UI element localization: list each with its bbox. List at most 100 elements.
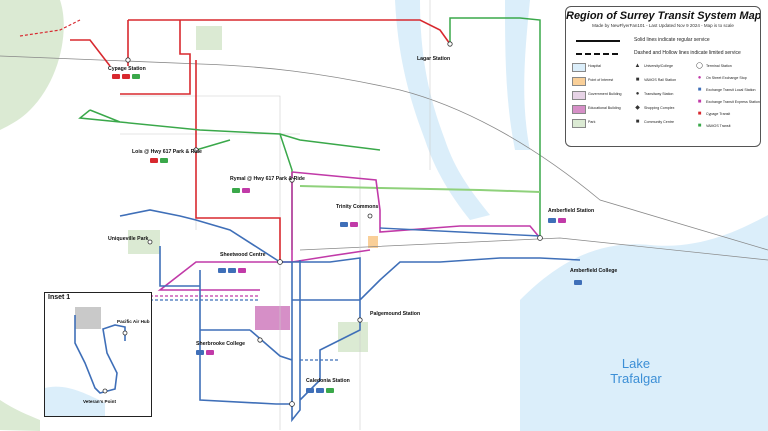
station-markers <box>125 41 543 407</box>
lightgreen-route <box>299 185 541 193</box>
inset-panel: Inset 1 Pacific Air Hub Veteran's Point <box>44 292 152 417</box>
rail-line <box>0 55 768 251</box>
local-station-icon: ■ <box>697 87 702 93</box>
route-badge[interactable] <box>232 188 240 193</box>
station-marker-cypage[interactable] <box>125 57 131 63</box>
label-amberfield: Amberfield Station <box>548 208 594 214</box>
label-trinity: Trinity Commons <box>336 204 378 210</box>
hospital-swatch <box>572 63 586 72</box>
label-sherbrooke: Sherbrooke College <box>196 341 245 347</box>
legend-item: Shopping Complex <box>644 106 675 110</box>
station-marker-caledonia[interactable] <box>289 401 295 407</box>
lake-label-line1: Lake <box>621 356 651 371</box>
solid-line-swatch <box>576 40 620 42</box>
legend-dashed-text: Dashed and Hollow lines indicate limited… <box>634 50 741 56</box>
route-badge[interactable] <box>122 74 130 79</box>
route-badges <box>112 74 582 393</box>
route-badge[interactable] <box>574 280 582 285</box>
river-water-2 <box>505 0 530 150</box>
inset-title: Inset 1 <box>48 294 71 301</box>
inset-station-marker-pacific[interactable] <box>122 330 128 336</box>
route-badge[interactable] <box>132 74 140 79</box>
label-uniqueville: Uniqueville Park <box>108 236 148 242</box>
route-badge[interactable] <box>350 222 358 227</box>
red-route <box>70 19 451 262</box>
cypage-transit-icon: ■ <box>697 111 702 117</box>
route-badge[interactable] <box>228 268 236 273</box>
rail-line-2 <box>299 237 768 261</box>
station-marker-sherbrooke[interactable] <box>257 337 263 343</box>
route-badge[interactable] <box>196 350 204 355</box>
park-sw <box>0 400 40 431</box>
legend-item: Government Building <box>588 92 622 96</box>
green-route <box>78 17 541 250</box>
road-lines <box>120 0 431 430</box>
park-north <box>196 26 222 50</box>
park-west <box>0 0 64 130</box>
legend-item: Point of Interest <box>588 78 614 82</box>
label-palgemound: Palgemound Station <box>370 311 420 317</box>
route-badge[interactable] <box>326 388 334 393</box>
inset-station-marker-veterans[interactable] <box>102 388 108 394</box>
route-badge[interactable] <box>242 188 250 193</box>
route-badge[interactable] <box>206 350 214 355</box>
blue-dashed <box>150 299 340 361</box>
map-title: Region of Surrey Transit System Map <box>566 10 761 22</box>
route-badge[interactable] <box>160 158 168 163</box>
dashed-line-swatch <box>576 53 620 55</box>
express-station-icon: ■ <box>697 99 702 105</box>
route-badge[interactable] <box>548 218 556 223</box>
legend-item: University/College <box>644 64 673 68</box>
blue-route <box>119 209 581 423</box>
park-swatch <box>572 119 586 128</box>
poi-swatch <box>572 77 586 86</box>
lake-trafalgar-water <box>520 215 768 431</box>
station-marker-palgemound[interactable] <box>357 317 363 323</box>
legend-dashed-row: Dashed and Hollow lines indicate limited… <box>576 50 752 58</box>
route-badge[interactable] <box>306 388 314 393</box>
route-badge[interactable] <box>316 388 324 393</box>
route-badge[interactable] <box>150 158 158 163</box>
route-badge[interactable] <box>558 218 566 223</box>
label-lagar: Lagar Station <box>417 56 450 62</box>
label-amberfield-college: Amberfield College <box>570 268 617 274</box>
station-marker-lois[interactable] <box>193 147 199 153</box>
river-water <box>395 0 490 220</box>
legend-item: Exchange Transit Express Station <box>706 100 760 104</box>
magenta-route <box>157 171 541 291</box>
legend-item: Exchange Transit Local Station <box>706 88 756 92</box>
route-badge[interactable] <box>218 268 226 273</box>
legend-panel: Region of Surrey Transit System Map Made… <box>565 6 761 147</box>
station-marker-trinity[interactable] <box>367 213 373 219</box>
legend-solid-row: Solid lines indicate regular service <box>576 37 752 45</box>
park-uniqueville <box>128 230 160 254</box>
route-badge[interactable] <box>238 268 246 273</box>
label-lois: Lois @ Hwy 617 Park & Ride <box>132 149 202 155</box>
station-marker-rymal[interactable] <box>289 177 295 183</box>
inset-blue-route <box>74 315 126 394</box>
red-route-dashed <box>19 19 81 37</box>
inset-water <box>45 386 105 416</box>
legend-item: Hospital <box>588 64 601 68</box>
government-swatch <box>572 91 586 100</box>
station-marker-sheetwood[interactable] <box>277 259 283 265</box>
station-marker-amberfield[interactable] <box>537 235 543 241</box>
blue-route-east <box>379 227 541 237</box>
station-marker-lagar[interactable] <box>447 41 453 47</box>
campus-trinity <box>368 236 378 248</box>
station-marker-uniqueville[interactable] <box>147 239 153 245</box>
community-centre-icon: ■ <box>635 119 640 125</box>
legend-grid: Hospital Point of Interest Government Bu… <box>572 63 760 143</box>
legend-item: Community Centre <box>644 120 674 124</box>
education-swatch <box>572 105 586 114</box>
inset-map: Pacific Air Hub Veteran's Point <box>45 307 150 416</box>
exchange-stop-icon: ● <box>697 75 702 81</box>
route-badge[interactable] <box>112 74 120 79</box>
label-sheetwood: Sheetwood Centre <box>220 252 266 258</box>
vamos-transit-icon: ■ <box>697 123 702 129</box>
route-badge[interactable] <box>340 222 348 227</box>
lake-label-line2: Trafalgar <box>610 371 662 386</box>
lake-label: Lake Trafalgar <box>596 356 676 386</box>
university-icon: ▲ <box>634 63 641 69</box>
